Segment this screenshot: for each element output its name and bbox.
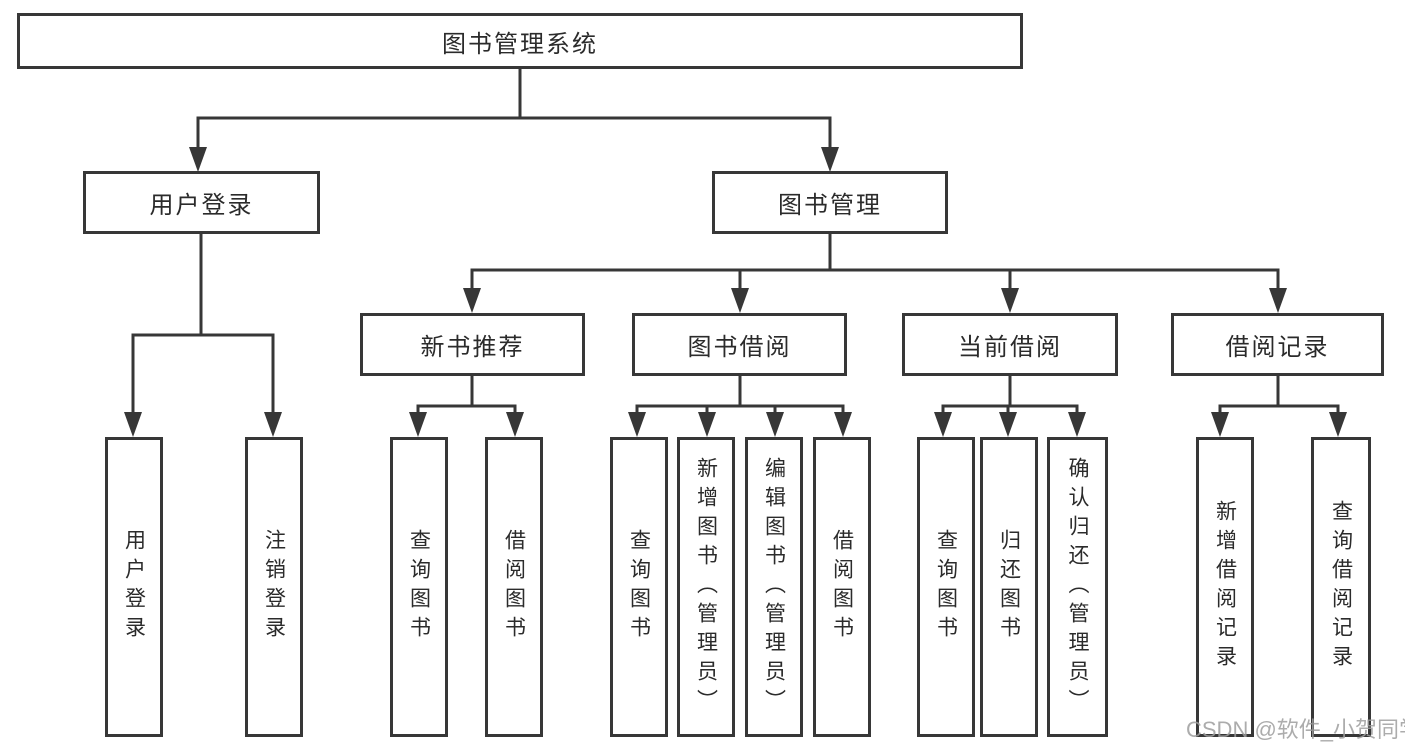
node-library-management-system: 图书管理系统 bbox=[17, 13, 1023, 69]
new-book-recommend-connector bbox=[409, 376, 524, 437]
node-borrow-records: 借阅记录 bbox=[1171, 313, 1384, 376]
node-current-borrow: 当前借阅 bbox=[902, 313, 1118, 376]
root-branch-connector bbox=[189, 68, 839, 172]
arrowhead bbox=[1329, 412, 1347, 437]
leaf-add-borrow-record: 新增借阅记录 bbox=[1196, 437, 1254, 737]
node-book-management: 图书管理 bbox=[712, 171, 948, 234]
leaf-query-books: 查询图书 bbox=[610, 437, 668, 737]
leaf-borrow-books: 借阅图书 bbox=[485, 437, 543, 737]
leaf-add-books-admin: 新增图书（管理员） bbox=[677, 437, 735, 737]
arrowhead bbox=[463, 288, 481, 313]
arrowhead bbox=[731, 288, 749, 313]
leaf-confirm-return-admin: 确认归还（管理员） bbox=[1047, 437, 1108, 737]
node-new-book-recommend: 新书推荐 bbox=[360, 313, 585, 376]
arrowhead bbox=[1269, 288, 1287, 313]
arrowhead bbox=[1068, 412, 1086, 437]
arrowhead bbox=[766, 412, 784, 437]
node-book-borrow: 图书借阅 bbox=[632, 313, 847, 376]
arrowhead bbox=[189, 147, 207, 172]
book-management-branch-connector bbox=[463, 234, 1287, 313]
csdn-watermark: CSDN @软件_小贺同学 bbox=[1186, 717, 1405, 742]
leaf-query-books: 查询图书 bbox=[390, 437, 448, 737]
leaf-return-books: 归还图书 bbox=[980, 437, 1038, 737]
current-borrow-connector bbox=[934, 376, 1086, 437]
arrowhead bbox=[628, 412, 646, 437]
arrowhead bbox=[264, 412, 282, 437]
arrowhead bbox=[124, 412, 142, 437]
borrow-records-connector bbox=[1211, 376, 1347, 437]
arrowhead bbox=[999, 412, 1017, 437]
leaf-logout: 注销登录 bbox=[245, 437, 303, 737]
leaf-query-borrow-record: 查询借阅记录 bbox=[1311, 437, 1371, 737]
user-login-branch-connector bbox=[124, 234, 282, 437]
arrowhead bbox=[506, 412, 524, 437]
arrowhead bbox=[409, 412, 427, 437]
arrowhead bbox=[1211, 412, 1229, 437]
arrowhead bbox=[698, 412, 716, 437]
arrowhead bbox=[834, 412, 852, 437]
leaf-user-login: 用户登录 bbox=[105, 437, 163, 737]
leaf-query-books: 查询图书 bbox=[917, 437, 975, 737]
arrowhead bbox=[1001, 288, 1019, 313]
book-borrow-connector bbox=[628, 376, 852, 437]
leaf-edit-books-admin: 编辑图书（管理员） bbox=[745, 437, 803, 737]
arrowhead bbox=[821, 147, 839, 172]
arrowhead bbox=[934, 412, 952, 437]
leaf-borrow-books: 借阅图书 bbox=[813, 437, 871, 737]
node-user-login: 用户登录 bbox=[83, 171, 320, 234]
